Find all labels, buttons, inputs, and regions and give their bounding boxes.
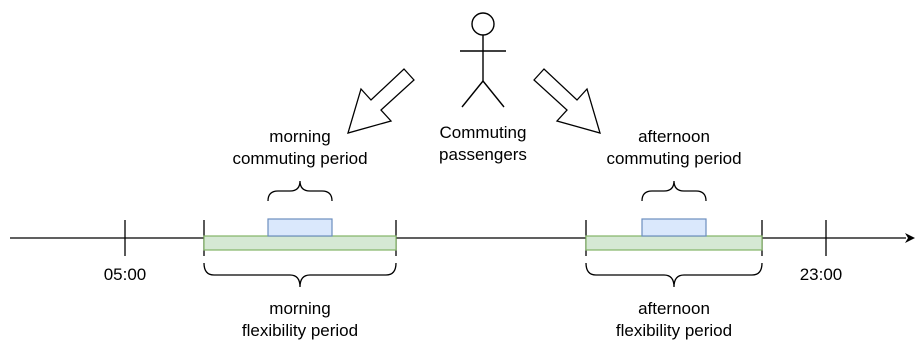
afternoon-flexibility-label-line1: afternoon (638, 299, 710, 318)
afternoon-flexibility-label-line2: flexibility period (615, 321, 733, 340)
actor-label: Commuting passengers (420, 122, 546, 166)
morning-commuting-label: morning commuting period (220, 126, 380, 170)
tick-label-start: 05:00 (103, 265, 147, 284)
morning-commuting-label-line1: morning (269, 127, 331, 146)
afternoon-commuting-label-line2: commuting period (606, 149, 742, 168)
tick-label-end: 23:00 (799, 265, 843, 284)
morning-commuting-box (267, 218, 333, 237)
afternoon-commuting-brace (641, 180, 707, 202)
timeline-arrowhead (905, 233, 915, 243)
afternoon-commuting-label: afternoon commuting period (594, 126, 754, 170)
morning-flexibility-bar (203, 235, 397, 251)
morning-flexibility-brace (203, 262, 397, 288)
morning-flexibility-label: morning flexibility period (220, 298, 380, 342)
actor-label-line2: passengers (439, 145, 527, 164)
arrow-to-afternoon-icon (533, 68, 601, 134)
afternoon-commuting-label-line1: afternoon (638, 127, 710, 146)
person-icon (460, 12, 506, 108)
morning-commuting-brace (267, 180, 333, 202)
afternoon-commuting-box (641, 218, 707, 237)
morning-commuting-label-line2: commuting period (232, 149, 368, 168)
afternoon-flexibility-label: afternoon flexibility period (594, 298, 754, 342)
morning-flexibility-label-line2: flexibility period (241, 321, 359, 340)
morning-flexibility-label-line1: morning (269, 299, 331, 318)
arrow-to-morning-icon (347, 68, 415, 134)
afternoon-flexibility-brace (585, 262, 763, 288)
actor-label-line1: Commuting (439, 123, 527, 142)
afternoon-flexibility-bar (585, 235, 763, 251)
